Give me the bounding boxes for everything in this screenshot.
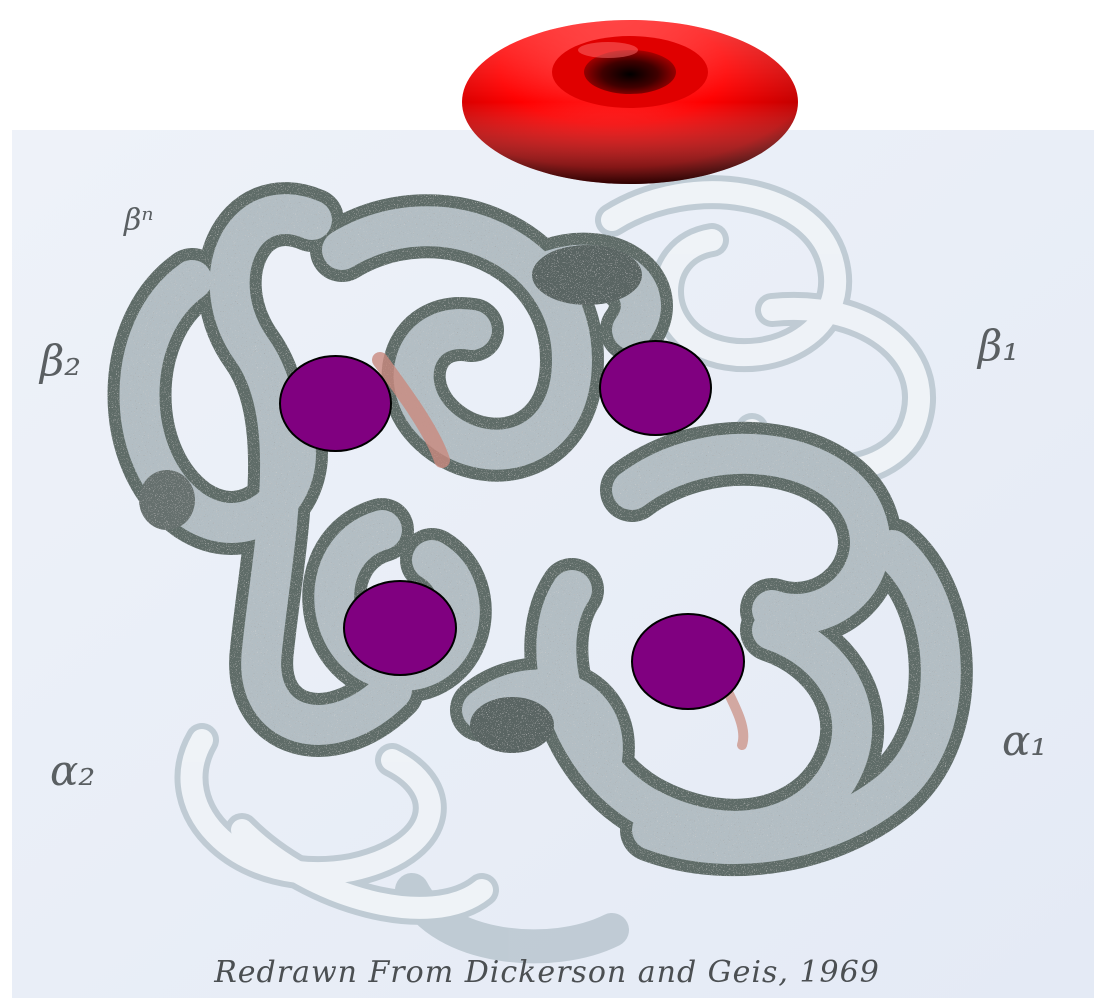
heme-group-alpha1 [631,613,745,710]
label-alpha2: α₂ [50,746,95,795]
hemoglobin-sketch: βⁿ β₂ β₁ α₂ α₁ [12,130,1094,998]
hemoglobin-drawing: βⁿ β₂ β₁ α₂ α₁ [12,130,1094,998]
source-caption: Redrawn From Dickerson and Geis, 1969 [0,955,1094,990]
heme-group-beta1 [599,340,712,436]
heme-group-alpha2 [343,580,457,676]
label-beta1: β₁ [976,321,1019,370]
dark-blob [532,245,642,305]
label-alpha1: α₁ [1002,716,1047,765]
label-beta2: β₂ [38,336,81,385]
red-blood-cell-icon [458,10,803,190]
heme-group-beta2 [279,355,392,452]
label-beta-n: βⁿ [123,203,154,238]
